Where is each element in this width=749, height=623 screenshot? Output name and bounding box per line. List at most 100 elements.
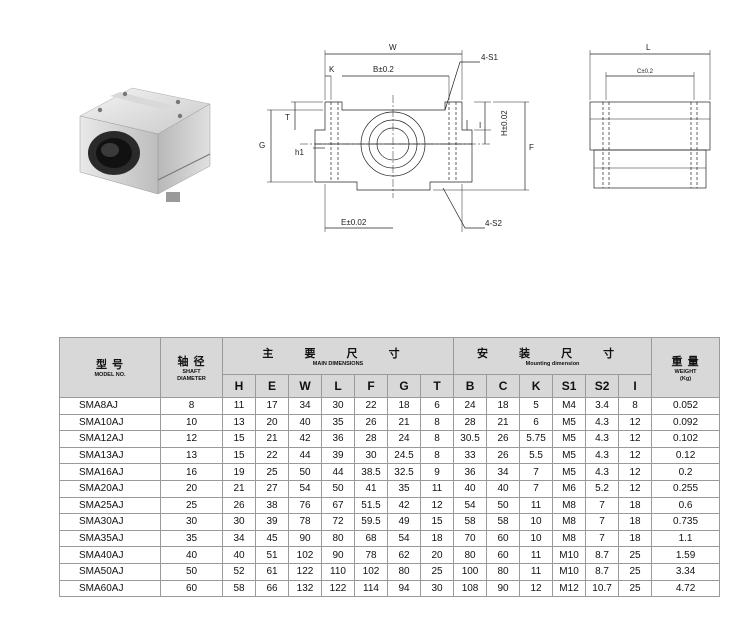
table-cell: 10 <box>160 413 223 432</box>
table-cell: 38 <box>255 496 289 515</box>
table-cell: M8 <box>552 529 587 548</box>
subheader-l: L <box>321 374 355 398</box>
table-cell: 10.7 <box>585 579 620 598</box>
table-cell: 30 <box>321 397 355 415</box>
table-cell: 15 <box>419 513 455 531</box>
table-cell: 54 <box>288 479 322 498</box>
table-cell: 102 <box>288 546 322 564</box>
table-cell: 42 <box>288 430 322 448</box>
table-cell: 28 <box>354 430 388 448</box>
label-e: E±0.02 <box>341 218 367 227</box>
table-cell: 18 <box>419 529 455 548</box>
label-c: C±0.2 <box>637 69 654 75</box>
subheader-s2: S2 <box>585 374 620 398</box>
table-cell: 44 <box>321 463 355 481</box>
subheader-t: T <box>419 374 455 398</box>
table-cell: 40 <box>486 479 521 498</box>
table-cell: 60 <box>160 579 223 598</box>
label-s1: 4-S1 <box>481 53 498 62</box>
table-cell: 0.052 <box>651 397 721 415</box>
subheader-k: K <box>519 374 554 398</box>
table-cell: 51 <box>255 546 289 564</box>
table-cell: 0.6 <box>651 496 721 515</box>
table-cell: 54 <box>453 496 488 515</box>
table-cell: 24.5 <box>387 446 421 465</box>
table-cell: 30 <box>222 513 256 531</box>
table-cell: 26 <box>354 413 388 432</box>
label-g: G <box>259 141 265 150</box>
subheader-b: B <box>453 374 488 398</box>
front-view-drawing: W K B±0.2 4-S1 T G h1 I H±0.02 F E±0.02 … <box>259 43 534 232</box>
model-cell: SMA30AJ <box>59 513 161 531</box>
table-cell: 12 <box>618 479 653 498</box>
label-l: L <box>646 43 651 52</box>
table-cell: M8 <box>552 496 587 515</box>
label-h: H±0.02 <box>500 110 509 136</box>
table-cell: 10 <box>519 529 554 548</box>
table-cell: 110 <box>321 562 355 581</box>
table-cell: 78 <box>354 546 388 564</box>
table-cell: 4.72 <box>651 579 721 598</box>
model-cell: SMA50AJ <box>59 562 161 581</box>
table-cell: M4 <box>552 397 587 415</box>
table-cell: 30.5 <box>453 430 488 448</box>
table-cell: 40 <box>222 546 256 564</box>
table-cell: 108 <box>453 579 488 598</box>
table-cell: 6 <box>419 397 455 415</box>
table-cell: 17 <box>255 397 289 415</box>
table-cell: 11 <box>519 496 554 515</box>
table-cell: 34 <box>288 397 322 415</box>
table-cell: 19 <box>222 463 256 481</box>
table-cell: 35 <box>321 413 355 432</box>
table-cell: 49 <box>387 513 421 531</box>
label-f: F <box>529 143 534 152</box>
table-cell: 8 <box>419 446 455 465</box>
product-photo <box>79 87 211 202</box>
table-cell: M12 <box>552 579 587 598</box>
table-cell: 22 <box>354 397 388 415</box>
label-h1: h1 <box>295 148 304 157</box>
table-cell: 90 <box>288 529 322 548</box>
table-cell: 36 <box>321 430 355 448</box>
table-cell: 8 <box>419 430 455 448</box>
table-cell: 18 <box>486 397 521 415</box>
table-cell: 45 <box>255 529 289 548</box>
table-cell: 7 <box>585 529 620 548</box>
header-shaft: 轴 径 SHAFT DIAMETER <box>160 337 223 398</box>
header-weight: 重 量 WEIGHT (Kg) <box>651 337 721 398</box>
table-cell: 50 <box>160 562 223 581</box>
table-cell: 50 <box>486 496 521 515</box>
model-cell: SMA60AJ <box>59 579 161 598</box>
table-cell: 70 <box>453 529 488 548</box>
spec-table: 型 号 MODEL NO. 轴 径 SHAFT DIAMETER 主 要 尺 寸… <box>59 337 721 598</box>
model-cell: SMA25AJ <box>59 496 161 515</box>
table-cell: M5 <box>552 463 587 481</box>
header-main-dimensions: 主 要 尺 寸 MAIN DIMENSIONS <box>221 337 455 375</box>
table-cell: 3.4 <box>585 397 620 415</box>
table-cell: 35 <box>387 479 421 498</box>
table-cell: 12 <box>160 430 223 448</box>
table-cell: M5 <box>552 446 587 465</box>
table-cell: M5 <box>552 413 587 432</box>
table-cell: 20 <box>255 413 289 432</box>
table-cell: 18 <box>618 496 653 515</box>
table-cell: 12 <box>618 430 653 448</box>
table-cell: 18 <box>618 529 653 548</box>
table-cell: 5.75 <box>519 430 554 448</box>
table-cell: 13 <box>222 413 256 432</box>
table-cell: 21 <box>222 479 256 498</box>
table-cell: 0.255 <box>651 479 721 498</box>
model-cell: SMA20AJ <box>59 479 161 498</box>
table-cell: 132 <box>288 579 322 598</box>
table-cell: 18 <box>618 513 653 531</box>
header-model: 型 号 MODEL NO. <box>59 337 161 398</box>
table-cell: 7 <box>519 463 554 481</box>
table-cell: 61 <box>255 562 289 581</box>
table-cell: M10 <box>552 546 587 564</box>
table-cell: 20 <box>160 479 223 498</box>
